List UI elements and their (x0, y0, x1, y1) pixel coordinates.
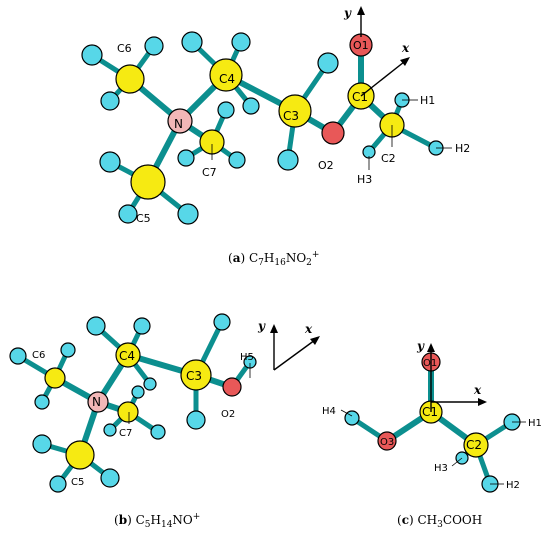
c-label-c1: C1 (422, 405, 438, 419)
panel-c: y x O1 C1 H4 O3 C2 H1 H3 H2 (c) CH3COOH (322, 339, 542, 530)
label-c2: C2 (381, 152, 396, 165)
label-h3: H3 (357, 173, 372, 186)
c-x-axis-label: x (473, 383, 482, 397)
caption-a: (a) C7H16NO2+ (228, 250, 319, 268)
panel-b: y x C6 C4 N C7 C5 C3 H5 O2 (b) C5H14NO+ (32, 319, 320, 530)
b-label-c7: C7 (119, 428, 132, 439)
x-axis-label: x (401, 41, 410, 55)
c-label-h2: H2 (506, 480, 520, 491)
c-h3-leader (451, 457, 463, 467)
atom-a-hb1 (181, 31, 203, 53)
atom-a-o2 (321, 121, 345, 145)
c-y-axis-label: y (416, 339, 425, 353)
atom-b-c3 (180, 359, 212, 391)
b-label-o2: O2 (221, 409, 235, 420)
c-label-c2: C2 (466, 438, 482, 452)
x-axis-line (360, 61, 405, 97)
atom-a-hd2 (118, 204, 138, 224)
b-x-axis-arrow-icon (310, 336, 320, 345)
atom-a-n (167, 108, 193, 134)
atom-b-he2 (186, 410, 206, 430)
atom-a-hb3 (242, 97, 260, 115)
label-h2: H2 (455, 142, 470, 155)
c-label-h3: H3 (434, 463, 448, 474)
b-y-axis-label: y (257, 319, 266, 333)
atom-b-hb3 (143, 377, 157, 391)
label-n: N (174, 117, 183, 131)
atom-a-c4 (209, 58, 243, 92)
atom-a-c3 (278, 94, 312, 128)
atom-b-hd1 (32, 434, 52, 454)
atom-a-ha2 (144, 36, 164, 56)
atom-b-he1 (213, 313, 231, 331)
label-c3: C3 (283, 109, 299, 123)
label-c7: C7 (202, 166, 217, 179)
label-c4: C4 (219, 72, 235, 86)
atom-b-hc1 (131, 385, 145, 399)
atom-b-c6 (44, 367, 66, 389)
c-label-o3: O3 (380, 437, 394, 448)
atom-a-hd1 (99, 151, 121, 173)
atom-b-ha2 (60, 342, 76, 358)
caption-b-tag: b (119, 513, 127, 527)
atom-b-n (87, 391, 109, 413)
atom-b-hd2 (49, 475, 67, 493)
atom-b-c4 (115, 342, 141, 368)
atom-a-hc3 (228, 151, 246, 169)
atom-a-he2 (277, 149, 299, 171)
label-c6: C6 (117, 42, 132, 55)
b-x-axis-label: x (304, 322, 313, 336)
label-c1: C1 (352, 90, 368, 104)
atom-layer (9, 31, 521, 493)
atom-b-hb1 (86, 316, 106, 336)
b-x-axis-line (273, 339, 316, 371)
label-c5: C5 (136, 212, 151, 225)
atom-c-c2 (463, 432, 489, 458)
atom-b-hd3 (100, 468, 120, 488)
b-label-c6: C6 (32, 350, 45, 361)
caption-a-tag: a (233, 251, 241, 265)
atom-b-o2 (222, 377, 242, 397)
label-o1: O1 (353, 39, 369, 52)
x-axis-arrow-icon (400, 57, 410, 66)
c-label-h1: H1 (528, 418, 542, 429)
caption-c: (c) CH3COOH (397, 513, 482, 530)
atom-a-he1 (317, 52, 339, 74)
b-label-n: N (92, 395, 101, 409)
atom-a-ha1 (81, 44, 103, 66)
y-axis-arrow-icon (357, 6, 365, 15)
label-o2: O2 (318, 159, 334, 172)
caption-b: (b) C5H14NO+ (114, 512, 200, 530)
atom-a-c5 (130, 164, 166, 200)
b-label-h5: H5 (240, 352, 254, 363)
c-label-h4: H4 (322, 406, 336, 417)
atom-c-o3 (377, 431, 397, 451)
atom-b-ha3 (34, 394, 50, 410)
atom-b-hb2 (133, 317, 151, 335)
y-axis-label: y (343, 6, 352, 20)
atom-a-hb2 (231, 32, 251, 52)
atom-a-hd3 (177, 203, 199, 225)
atom-b-ha1 (9, 347, 27, 365)
atom-a-ha3 (100, 91, 120, 111)
atom-b-hc2 (103, 423, 117, 437)
atom-a-hc1 (217, 101, 235, 119)
b-label-c5: C5 (71, 477, 84, 488)
atom-b-c5 (65, 440, 95, 470)
c-y-axis-arrow-icon (427, 343, 435, 352)
panel-a: y x C6 C4 N C7 C5 C3 C1 O1 O2 H1 H2 H3 C… (117, 6, 470, 268)
label-h1: H1 (420, 94, 435, 107)
c-h4-leader (340, 409, 353, 417)
b-y-axis-arrow-icon (270, 324, 278, 333)
c-label-o1: O1 (423, 358, 437, 369)
atom-b-c7 (117, 401, 139, 423)
atom-a-hc2 (177, 149, 195, 167)
c-x-axis-arrow-icon (478, 398, 487, 406)
caption-c-tag: c (402, 513, 409, 527)
atom-a-c6 (115, 64, 145, 94)
atom-b-hc3 (150, 424, 166, 440)
b-label-c3: C3 (186, 369, 202, 383)
b-label-c4: C4 (119, 349, 135, 363)
